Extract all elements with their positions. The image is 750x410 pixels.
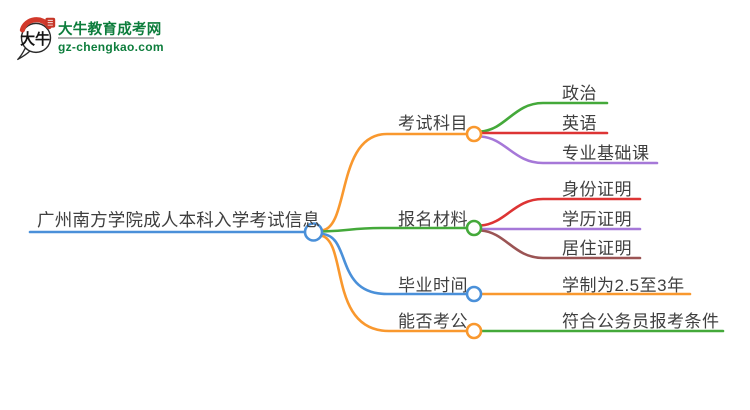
logo-divider bbox=[58, 37, 154, 39]
link-major-basics bbox=[479, 135, 659, 165]
node-english[interactable]: 英语 bbox=[562, 114, 597, 133]
link-politics bbox=[479, 101, 609, 133]
link-graduation-time bbox=[320, 232, 469, 296]
node-politics[interactable]: 政治 bbox=[562, 84, 597, 103]
logo-bubble-text: 大牛 bbox=[20, 30, 50, 48]
node-major-basics[interactable]: 专业基础课 bbox=[562, 144, 650, 163]
site-url: gz-chengkao.com bbox=[58, 40, 164, 54]
link-registration-materials bbox=[320, 226, 469, 233]
node-registration-materials[interactable]: 报名材料 bbox=[398, 210, 468, 229]
link-residence-proof bbox=[479, 229, 642, 260]
node-identity-proof[interactable]: 身份证明 bbox=[562, 180, 632, 199]
node-graduation-time[interactable]: 毕业时间 bbox=[398, 276, 468, 295]
node-education-proof[interactable]: 学历证明 bbox=[562, 210, 632, 229]
root-node-label[interactable]: 广州南方学院成人本科入学考试信息 bbox=[37, 210, 321, 230]
node-civil-service[interactable]: 能否考公 bbox=[398, 312, 468, 331]
link-identity-proof bbox=[479, 197, 642, 227]
node-residence-proof[interactable]: 居住证明 bbox=[562, 239, 632, 258]
link-exam-subjects bbox=[320, 132, 469, 232]
site-logo: 大牛 大牛教育成考网 gz-chengkao.com bbox=[14, 11, 234, 63]
site-name: 大牛教育成考网 bbox=[58, 22, 162, 38]
exam-subjects-node-handle[interactable] bbox=[465, 125, 483, 143]
civil-service-node-handle[interactable] bbox=[465, 322, 483, 340]
graduation-time-node-handle[interactable] bbox=[465, 285, 483, 303]
node-exam-subjects[interactable]: 考试科目 bbox=[398, 114, 468, 133]
node-civil-service-eligible[interactable]: 符合公务员报考条件 bbox=[562, 312, 720, 331]
link-civil-service bbox=[319, 234, 469, 333]
node-schooling-length[interactable]: 学制为2.5至3年 bbox=[562, 276, 685, 295]
daniu-logo-icon: 大牛 bbox=[17, 17, 56, 61]
registration-materials-node-handle[interactable] bbox=[465, 219, 483, 237]
root-node-handle[interactable] bbox=[303, 222, 324, 242]
